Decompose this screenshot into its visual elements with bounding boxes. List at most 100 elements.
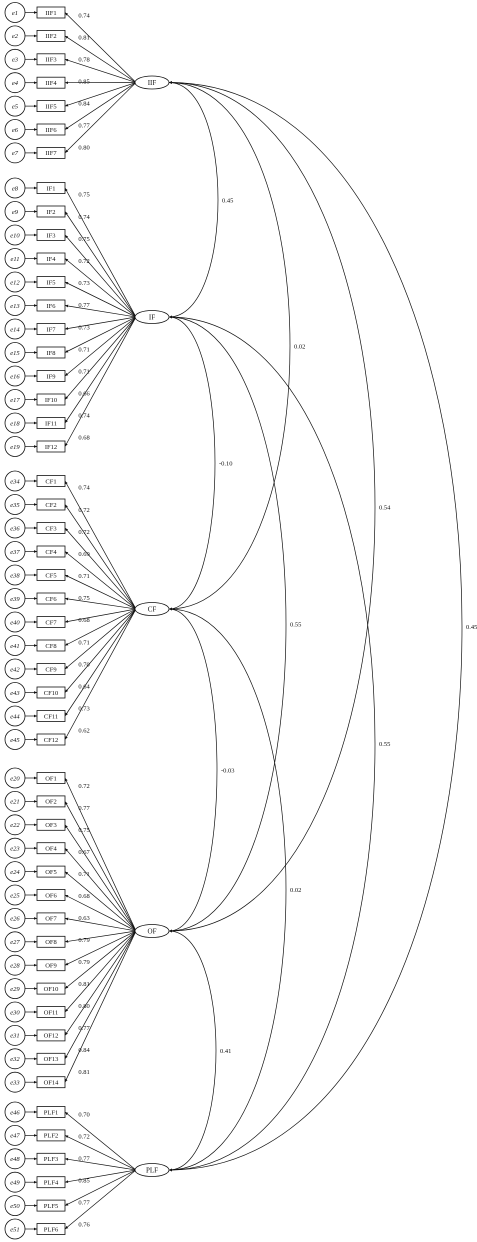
indicator-label: OF9 — [45, 963, 57, 970]
indicator-box — [36, 182, 66, 194]
indicator-label: IIF4 — [45, 80, 57, 87]
indicator-box — [36, 912, 66, 925]
indicator-box — [36, 795, 66, 808]
error-term-circle — [4, 1125, 26, 1146]
indicator-label: CF9 — [45, 666, 56, 673]
factor-loading-arrow — [64, 187, 137, 318]
indicator-label: CF2 — [45, 502, 56, 509]
error-term-label: e49 — [10, 1180, 20, 1187]
indicator-box — [36, 1076, 66, 1089]
error-term-circle — [4, 271, 26, 293]
error-term-label: e15 — [10, 350, 20, 357]
error-term-label: e50 — [10, 1203, 20, 1210]
indicator-box — [36, 1152, 66, 1165]
error-term-circle — [4, 1195, 26, 1216]
factor-loading-arrow — [64, 801, 137, 932]
factor-loading-arrow — [64, 1169, 137, 1184]
indicator-label: IF5 — [46, 279, 55, 286]
correlation-arc — [168, 315, 287, 933]
latent-factor-ellipse — [134, 1163, 170, 1177]
indicator-box — [36, 982, 66, 995]
error-term-label: e42 — [10, 666, 20, 673]
loading-value-label: 0.72 — [78, 507, 89, 514]
factor-loading-arrow — [64, 574, 137, 610]
error-term-circle — [4, 48, 26, 70]
loading-value-label: 0.84 — [78, 101, 90, 108]
indicator-box — [36, 1223, 66, 1235]
loading-value-label: 0.74 — [78, 413, 90, 420]
indicator-box — [36, 146, 66, 159]
indicator-label: PLF5 — [44, 1203, 58, 1210]
error-term-label: e7 — [12, 150, 19, 157]
factor-loading-arrow — [64, 316, 137, 330]
indicator-label: OF13 — [44, 1056, 59, 1063]
loading-value-label: 0.71 — [78, 871, 89, 878]
indicator-box — [36, 592, 66, 605]
error-term-label: e12 — [10, 279, 20, 286]
error-term-circle — [4, 767, 26, 789]
indicator-label: IF11 — [45, 420, 57, 427]
error-term-label: e4 — [12, 80, 19, 87]
indicator-box — [36, 663, 66, 675]
error-term-circle — [4, 517, 26, 539]
error-term-circle — [4, 389, 26, 410]
indicator-label: IF4 — [46, 256, 56, 263]
error-term-circle — [4, 1048, 26, 1070]
error-term-circle — [4, 318, 26, 340]
correlation-value-label: 0.55 — [379, 741, 390, 748]
factor-loading-arrow — [64, 608, 137, 740]
loading-value-label: 0.71 — [78, 573, 89, 580]
factor-loading-arrow — [64, 917, 137, 932]
indicator-label: CF7 — [45, 619, 57, 626]
error-term-label: e26 — [10, 916, 20, 923]
indicator-box — [36, 323, 66, 335]
error-term-label: e41 — [10, 643, 19, 650]
correlation-layer — [168, 81, 463, 1172]
error-term-circle — [4, 119, 26, 140]
error-term-circle — [4, 295, 26, 316]
error-term-label: e34 — [10, 478, 20, 485]
correlation-value-label: -0.03 — [221, 768, 235, 775]
indicator-box — [36, 53, 66, 66]
error-term-label: e23 — [10, 846, 20, 853]
error-term-circle — [4, 682, 26, 703]
error-term-circle — [4, 1071, 26, 1093]
loading-value-label: 0.80 — [78, 1003, 89, 1010]
factor-loading-arrow — [64, 608, 137, 623]
error-term-label: e51 — [10, 1226, 19, 1233]
indicator-box — [36, 123, 66, 136]
loading-value-label: 0.75 — [78, 827, 89, 834]
correlation-arc — [168, 315, 376, 1172]
error-term-circle — [4, 978, 26, 999]
error-term-circle — [4, 1171, 26, 1193]
indicator-label: CF10 — [44, 690, 58, 697]
error-term-circle — [4, 72, 26, 94]
factor-loading-arrow — [64, 1111, 137, 1171]
correlation-arc — [168, 81, 219, 319]
error-term-circle — [4, 564, 26, 586]
factor-loading-arrow — [64, 1135, 137, 1171]
error-term-label: e44 — [10, 713, 20, 720]
latent-factor-label: PLF — [146, 1167, 158, 1175]
error-term-circle — [4, 248, 26, 269]
indicator-label: PLF2 — [44, 1133, 58, 1140]
indicator-label: IF8 — [46, 350, 55, 357]
loading-value-label: 0.75 — [78, 236, 89, 243]
indicator-box — [36, 370, 66, 382]
factor-loading-arrow — [64, 1157, 137, 1171]
latent-factor-ellipse — [134, 310, 170, 324]
loading-value-label: 0.79 — [78, 937, 89, 944]
indicator-label: PLF3 — [44, 1156, 58, 1163]
error-term-circle — [4, 861, 26, 882]
indicator-label: IF9 — [46, 373, 55, 380]
error-term-label: e9 — [12, 209, 19, 216]
indicator-label: IF7 — [46, 326, 56, 333]
error-term-label: e31 — [10, 1033, 19, 1040]
indicator-label: OF10 — [44, 986, 59, 993]
factor-loading-arrow — [64, 258, 137, 318]
error-term-label: e1 — [12, 10, 18, 17]
error-term-circle — [4, 1025, 26, 1046]
indicator-label: CF11 — [44, 713, 58, 720]
error-term-label: e28 — [10, 963, 20, 970]
